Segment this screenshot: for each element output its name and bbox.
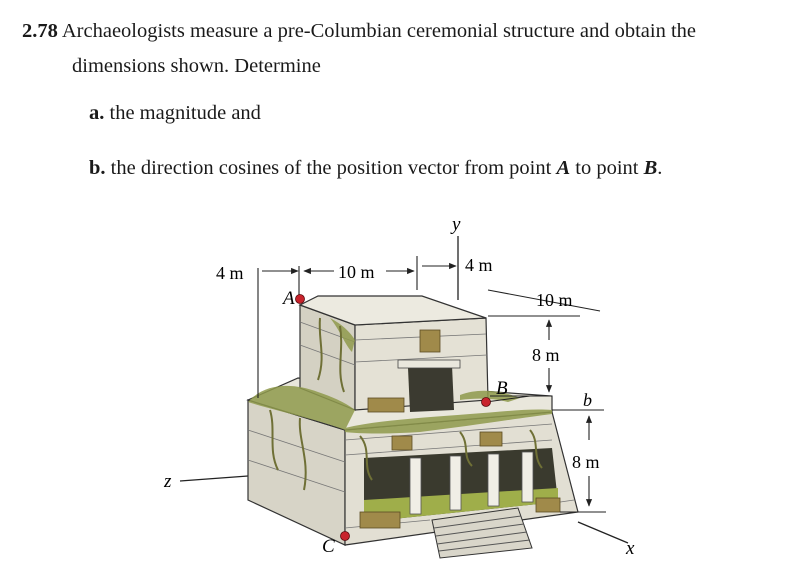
x-axis-line xyxy=(577,521,629,544)
point-b-marker xyxy=(481,397,491,407)
point-c-marker xyxy=(340,531,350,541)
part-b-text-end: . xyxy=(657,157,663,179)
part-a: a. the magnitude and xyxy=(89,102,261,125)
point-a-label: A xyxy=(281,288,295,309)
z-axis-line xyxy=(179,475,249,482)
part-b-point-b: B xyxy=(643,157,658,179)
axis-label-x: x xyxy=(625,538,635,559)
temple-lintel xyxy=(397,359,461,369)
dim-left-4m: 4 m xyxy=(216,263,244,283)
part-b: b. the direction cosines of the position… xyxy=(89,157,662,180)
problem-text-line1: Archaeologists measure a pre-Columbian c… xyxy=(61,20,697,42)
part-b-text-mid: to point xyxy=(570,157,644,179)
part-b-text-before: the direction cosines of the position ve… xyxy=(110,157,557,179)
vegetation-vines xyxy=(269,317,543,491)
vegetation-moss xyxy=(248,318,552,434)
dim-right-8m-lower: 8 m xyxy=(572,452,600,472)
part-a-label: a. xyxy=(89,102,105,124)
dim-right-8m-upper: 8 m xyxy=(532,345,560,365)
part-b-label: b. xyxy=(89,157,106,179)
dim-top-4m: 4 m xyxy=(465,255,493,275)
point-a-marker xyxy=(295,294,305,304)
right-ref-line-top xyxy=(487,289,601,312)
b-leader-line xyxy=(485,395,531,403)
dim-top-10m: 10 m xyxy=(338,262,375,282)
front-stairs xyxy=(431,507,533,559)
point-c-label: C xyxy=(322,536,335,557)
problem-number: 2.78 xyxy=(22,20,58,42)
axis-label-y: y xyxy=(450,214,461,235)
dim-right-b: b xyxy=(583,390,592,410)
point-b-label: B xyxy=(496,378,508,399)
problem-text-line2: dimensions shown. Determine xyxy=(72,55,321,77)
part-a-text: the magnitude and xyxy=(109,102,261,124)
carved-panels xyxy=(359,329,561,529)
part-b-point-a: A xyxy=(556,157,571,179)
dim-right-10m: 10 m xyxy=(536,290,573,310)
temple-doorway xyxy=(408,365,454,412)
problem-statement: 2.78 Archaeologists measure a pre-Columb… xyxy=(22,14,782,84)
axis-label-z: z xyxy=(163,471,172,492)
colonnade-columns xyxy=(409,451,534,515)
upper-tier-top-face xyxy=(298,295,487,326)
